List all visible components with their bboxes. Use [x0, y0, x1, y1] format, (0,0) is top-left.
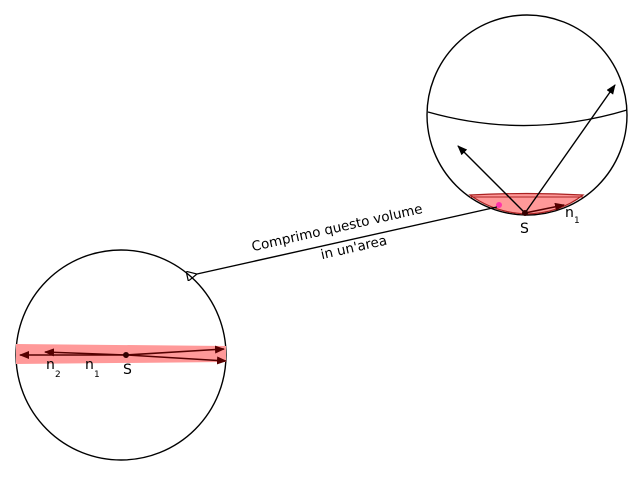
bottom-sphere: n 2 n 1 S — [15, 249, 227, 461]
normal-arrow-n1 — [44, 348, 127, 357]
normal1-label: n — [85, 357, 94, 373]
normal1-subscript: 1 — [94, 370, 100, 380]
top-sphere: S n 1 — [426, 14, 628, 237]
compression-arrow — [197, 206, 498, 274]
source-label: S — [123, 362, 132, 378]
source-label: S — [520, 221, 529, 237]
source-point — [522, 210, 528, 216]
top-sphere-outline — [426, 14, 628, 216]
normal-arrow-n1 — [524, 202, 565, 214]
source-point — [123, 352, 129, 358]
normal-subscript: 1 — [574, 216, 580, 226]
ray-arrow-lower — [125, 354, 227, 365]
normal2-label: n — [46, 357, 55, 373]
ray-arrow-right — [524, 84, 616, 214]
normal-label: n — [565, 205, 574, 221]
compressed-band — [16, 344, 226, 364]
ray-arrow-left — [457, 145, 526, 214]
normal2-subscript: 2 — [55, 370, 61, 380]
pink-dot — [496, 202, 502, 208]
horizon-curve — [427, 109, 628, 127]
ray-arrow-upper — [125, 345, 225, 356]
